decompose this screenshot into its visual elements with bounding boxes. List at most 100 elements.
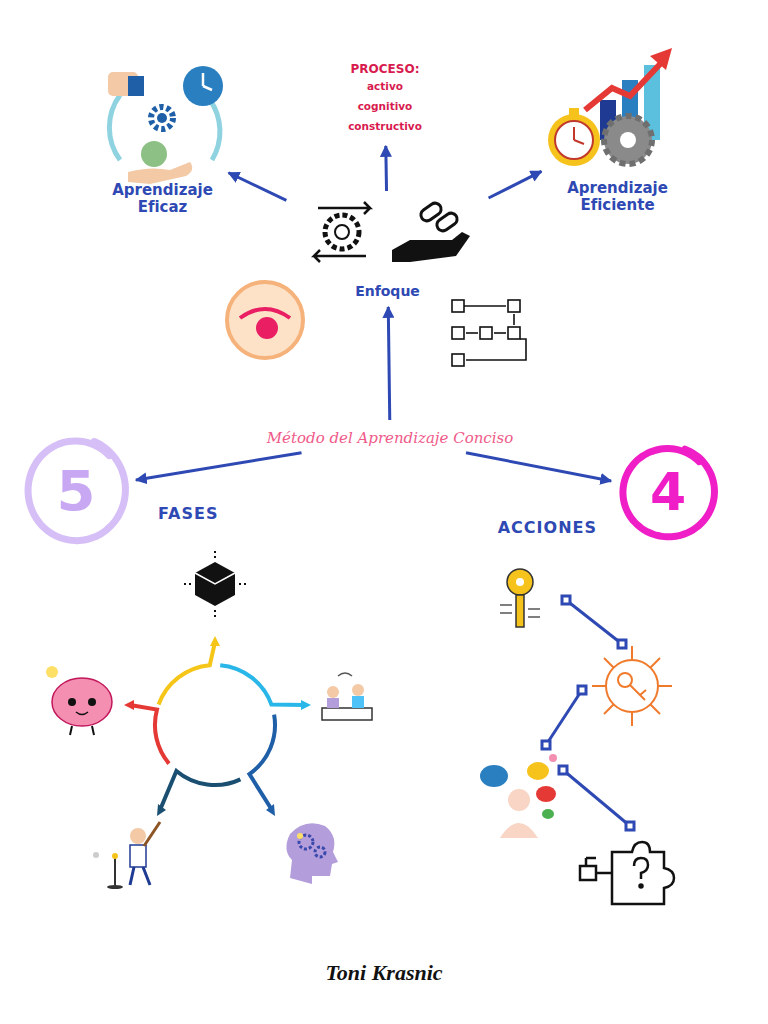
outcome-box: Aprendizaje Eficaz <box>100 62 225 220</box>
batter-icon-part <box>144 822 160 846</box>
cube-icon <box>181 548 249 620</box>
key-circuit-icon-part <box>631 646 633 660</box>
batter-icon-part <box>107 885 123 889</box>
key-icon-part-part <box>500 604 512 606</box>
key-circuit-icon-part <box>618 673 632 687</box>
action-chain-part <box>559 766 567 774</box>
node-subtext: FASES <box>158 504 218 523</box>
focus-icon-part <box>435 211 460 233</box>
phase-cycle-part <box>160 771 240 810</box>
key-circuit-icon-part <box>630 685 645 700</box>
efficacy-icon-part <box>128 162 192 184</box>
batter-icon-part <box>143 867 150 885</box>
brain-icon-part <box>68 698 76 706</box>
focus-icon-part <box>335 225 349 239</box>
puzzle-key-icon-part <box>596 872 612 875</box>
batter-icon <box>93 822 160 889</box>
node-subtext: activo cognitivo constructivo <box>348 76 422 136</box>
key-icon-part-part <box>500 612 512 614</box>
eye-icon-part <box>227 282 303 358</box>
brain-icon <box>46 666 112 735</box>
efficacy-icon-part <box>210 100 220 160</box>
people-icon-part <box>322 708 372 720</box>
eye-icon <box>227 282 303 358</box>
phase-cycle-part <box>266 804 275 816</box>
batter-icon-part <box>114 858 116 885</box>
focus-icon <box>314 201 470 262</box>
key-circuit-icon-part <box>604 658 614 668</box>
node-text: PROCESO: <box>351 62 420 76</box>
key-circuit-icon-part <box>650 704 660 714</box>
key-circuit-icon-part <box>650 658 660 668</box>
efficiency-icon-part <box>573 127 575 140</box>
node-text: Método del Aprendizaje Conciso <box>267 429 514 447</box>
key-circuit-icon-part <box>604 704 614 714</box>
efficacy-icon-part <box>151 107 173 129</box>
head-gears-icon-part <box>315 847 325 857</box>
action-chain-part <box>626 822 634 830</box>
key-icon-part <box>507 569 533 595</box>
action-chain-part <box>562 596 570 604</box>
puzzle-key-icon <box>580 842 674 904</box>
people-icon-part <box>352 684 364 696</box>
efficiency-icon-part <box>620 132 636 148</box>
batter-icon-part <box>130 828 146 844</box>
count-circle: 5FASES <box>20 432 132 548</box>
key-icon <box>500 569 540 627</box>
cube-icon-part <box>181 548 249 620</box>
efficiency-icon-part <box>585 62 662 110</box>
sequence-icon <box>452 300 526 366</box>
brain-icon-part <box>76 712 88 715</box>
sequence-icon-part <box>466 332 478 334</box>
cube-icon-part <box>195 562 235 606</box>
node-text: 5 <box>57 458 96 523</box>
batter-icon-part <box>112 853 118 859</box>
head-gears-icon-part <box>286 823 338 884</box>
cube-icon-part-part <box>214 610 216 620</box>
cube-icon-part-part <box>239 583 249 585</box>
efficiency-icon <box>548 48 672 166</box>
node-text: Aprendizaje Eficaz <box>112 182 213 216</box>
focus-icon-part <box>318 202 370 214</box>
people-icon-part <box>338 673 352 676</box>
brain-icon-part <box>92 726 94 735</box>
phase-cycle-part <box>157 804 166 816</box>
ideas-icon-part <box>542 809 554 819</box>
phase-cycle <box>124 636 311 816</box>
efficacy-icon-part <box>128 76 144 96</box>
count-circle: 4ACCIONES <box>615 440 721 544</box>
key-circuit-icon-part <box>658 685 672 687</box>
sequence-icon-part <box>508 300 520 312</box>
ideas-icon-part <box>500 823 538 838</box>
batter-icon-part <box>130 867 134 885</box>
efficiency-icon-part <box>604 116 652 164</box>
process-note: PROCESO:activo cognitivo constructivo <box>320 56 450 142</box>
sequence-icon-part <box>464 305 506 307</box>
key-icon-part-part <box>528 608 540 610</box>
node-text: Aprendizaje Eficiente <box>567 180 668 214</box>
brain-icon-part <box>52 678 112 726</box>
focus-icon-part <box>325 215 359 249</box>
ideas-icon-part <box>508 789 530 811</box>
eye-icon-part <box>240 309 290 318</box>
connector-arrow <box>489 171 542 198</box>
people-icon <box>322 673 372 720</box>
circle-stroke <box>28 441 125 541</box>
focus-icon-part <box>392 232 470 262</box>
circle-stroke <box>623 449 715 537</box>
sequence-icon-part <box>452 300 464 312</box>
puzzle-key-icon-part <box>640 885 643 888</box>
key-circuit-icon-part <box>631 712 633 726</box>
sequence-icon-part <box>513 314 515 325</box>
efficacy-icon-part <box>109 95 120 160</box>
key-icon-part <box>516 578 524 586</box>
action-chain-part <box>578 686 586 694</box>
batter-icon-part <box>130 845 146 867</box>
sequence-icon-part <box>508 327 520 339</box>
action-chain-part <box>566 600 622 644</box>
method-title: Método del Aprendizaje Conciso <box>261 424 520 452</box>
ideas-icon-part <box>536 786 556 802</box>
connector-arrow <box>388 307 389 420</box>
phase-cycle-part <box>210 636 220 646</box>
